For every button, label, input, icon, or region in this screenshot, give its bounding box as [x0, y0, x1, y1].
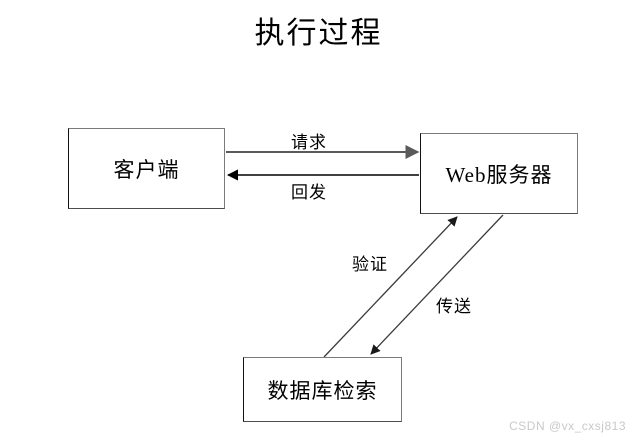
edge-verify-line: [323, 216, 458, 358]
edge-label-request: 请求: [291, 133, 327, 152]
edge-label-verify: 验证: [352, 255, 388, 274]
node-client[interactable]: 客户端: [68, 128, 225, 209]
page-title: 执行过程: [254, 17, 383, 50]
node-client-label: 客户端: [113, 157, 180, 182]
watermark: CSDN @vx_cxsj813: [509, 419, 626, 433]
edge-label-postback: 回发: [291, 183, 327, 202]
node-database-label: 数据库检索: [267, 378, 378, 403]
node-webserver-label: Web服务器: [445, 162, 553, 187]
edge-label-transmit: 传送: [436, 297, 472, 316]
edge-transmit-line: [370, 214, 504, 355]
node-database[interactable]: 数据库检索: [243, 357, 402, 422]
node-webserver[interactable]: Web服务器: [420, 133, 578, 214]
